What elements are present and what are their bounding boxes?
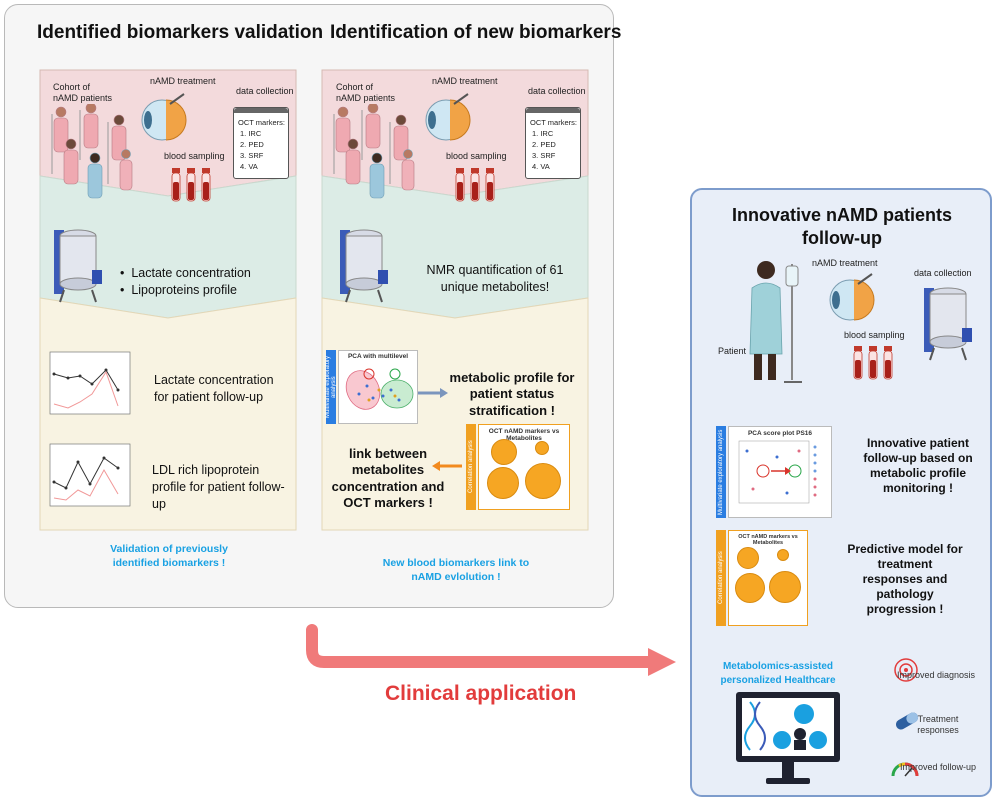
clinical-application-label: Clinical application bbox=[385, 682, 577, 705]
col1-bullet-list: • Lactate concentration • Lipoproteins p… bbox=[120, 266, 251, 297]
col1-nmr-machine-icon bbox=[54, 229, 102, 303]
col2-link-text: link between metabolites concentration a… bbox=[331, 446, 445, 510]
col2-correlation-figure: Correlation analysis OCT nAMD markers vs… bbox=[466, 424, 570, 510]
clinical-arrowhead bbox=[648, 648, 676, 676]
col2-caption: New blood biomarkers link to nAMD evlolu… bbox=[382, 557, 530, 584]
right-eye-icon bbox=[829, 273, 875, 321]
col2-pca-figure: Multivariate exploratory analysis PCA wi… bbox=[325, 350, 418, 424]
outcome-treatment-responses: Treatment responses bbox=[917, 714, 959, 735]
col1-blood-tubes bbox=[171, 168, 211, 202]
col2-metabolic-text: metabolic profile for patient status str… bbox=[449, 370, 575, 418]
clinical-arrow-shaft bbox=[306, 624, 658, 668]
followup-gauge-icon bbox=[891, 762, 919, 777]
right-patient-icon bbox=[749, 261, 802, 383]
right-followup-text: Innovative patient follow-up based on me… bbox=[863, 436, 973, 495]
right-predictive-text: Predictive model for treatment responses… bbox=[847, 542, 963, 616]
col1-patients-icon bbox=[51, 104, 133, 199]
col2-patients-icon bbox=[333, 104, 415, 199]
col1-lactate-graph bbox=[49, 351, 131, 415]
healthcare-label: Metabolomics-assisted personalized Healt… bbox=[720, 661, 836, 686]
col1-lactate-text: Lactate concentration for patient follow… bbox=[154, 373, 274, 404]
col1-treatment-label: nAMD treatment bbox=[150, 76, 216, 86]
col1-blood-sampling-label: blood sampling bbox=[164, 151, 225, 161]
col2-blood-tubes bbox=[455, 168, 495, 202]
right-pca-figure: Multivariate exploratory analysis PCA sc… bbox=[716, 426, 832, 518]
treatment-capsule-icon bbox=[895, 712, 919, 730]
col2-data-collection-label: data collection bbox=[528, 86, 586, 96]
right-correlation-figure: Correlation analysis OCT nAMD markers vs… bbox=[716, 530, 808, 626]
col1-title: Identified biomarkers validation bbox=[37, 22, 324, 43]
diagnosis-target-icon bbox=[894, 658, 918, 682]
right-data-collection-label: data collection bbox=[914, 268, 972, 278]
right-patient-label: Patient bbox=[718, 346, 747, 356]
col2-blood-sampling-label: blood sampling bbox=[446, 151, 507, 161]
right-treatment-label: nAMD treatment bbox=[812, 258, 878, 268]
right-blood-tubes bbox=[853, 346, 893, 380]
outcome-improved-diagnosis: Improved diagnosis bbox=[896, 670, 976, 680]
outcome-improved-followup: Improved follow-up bbox=[899, 762, 977, 772]
col2-nmr-text: NMR quantification of 61 unique metaboli… bbox=[426, 263, 564, 294]
col2-nmr-machine-icon bbox=[340, 229, 388, 303]
right-blood-sampling-label: blood sampling bbox=[844, 330, 905, 340]
col1-caption: Validation of previously identified biom… bbox=[110, 543, 228, 570]
right-title: Innovative nAMD patients follow-up bbox=[731, 205, 953, 248]
right-nmr-machine-icon bbox=[924, 287, 972, 361]
healthcare-monitor-icon bbox=[736, 692, 840, 784]
col2-eye-icon bbox=[425, 93, 471, 141]
col1-ldl-text: LDL rich lipoprotein profile for patient… bbox=[152, 463, 285, 511]
col2-treatment-label: nAMD treatment bbox=[432, 76, 498, 86]
col2-title: Identification of new biomarkers bbox=[330, 22, 622, 43]
col1-data-collection-label: data collection bbox=[236, 86, 294, 96]
col1-eye-icon bbox=[141, 93, 187, 141]
col1-ldl-graph bbox=[49, 443, 131, 507]
